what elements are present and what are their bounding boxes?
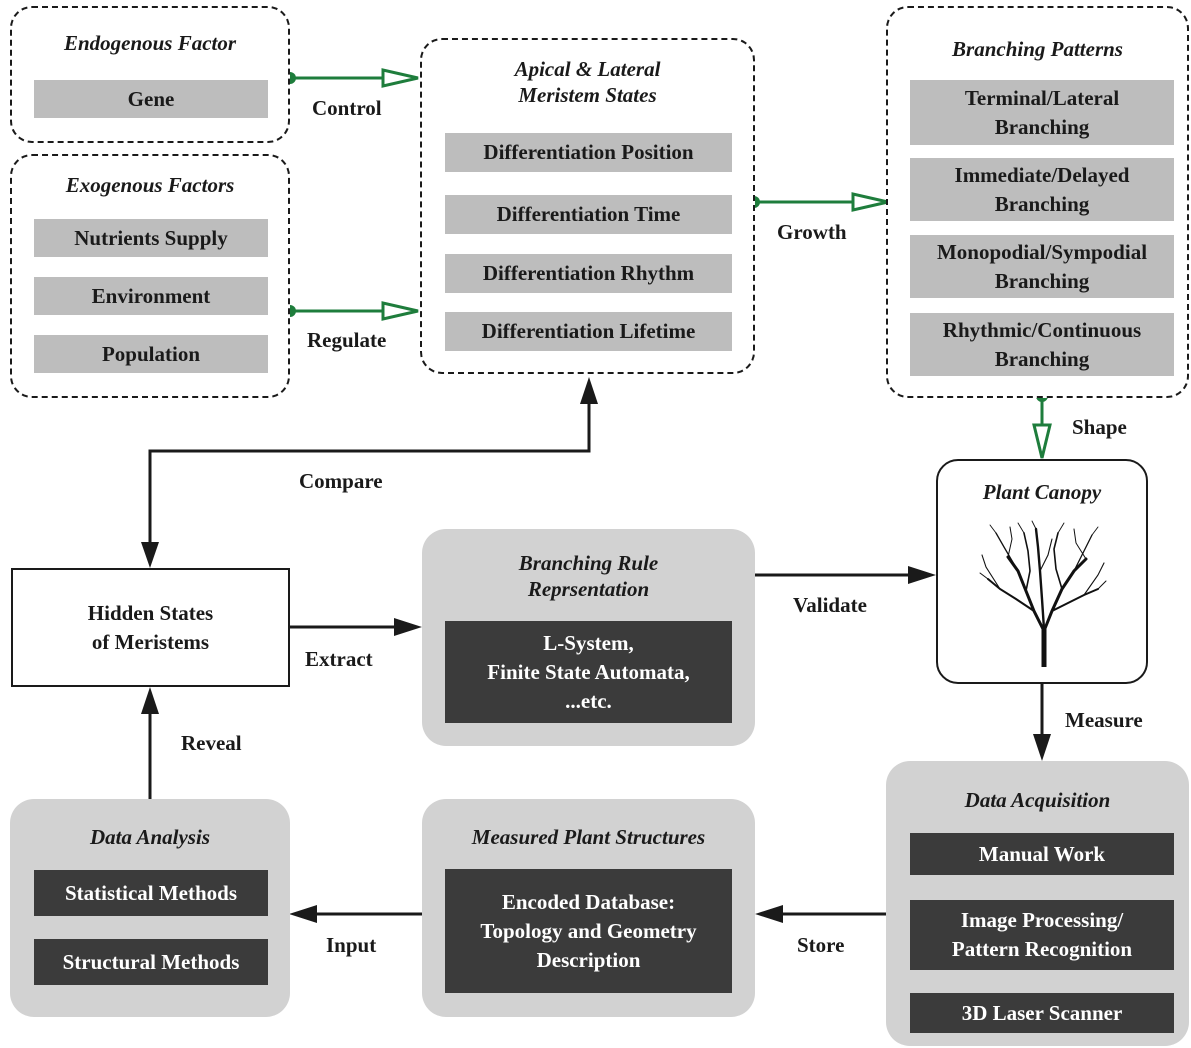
hidden-states-box: Hidden States of Meristems <box>11 568 290 687</box>
encoded-database-box: Encoded Database: Topology and Geometry … <box>445 869 732 993</box>
growth-arrow <box>748 192 889 212</box>
hidden-states-label: Hidden States of Meristems <box>87 600 214 654</box>
validate-label: Validate <box>793 593 867 617</box>
rhythmic-continuous-item: Rhythmic/Continuous Branching <box>910 313 1174 376</box>
regulate-label: Regulate <box>307 328 387 352</box>
differentiation-position-item: Differentiation Position <box>445 133 732 172</box>
branching-patterns-group: Branching Patterns Terminal/Lateral Bran… <box>886 6 1189 398</box>
growth-label: Growth <box>777 220 847 244</box>
environment-item: Environment <box>34 277 268 315</box>
compare-arrow <box>141 377 598 568</box>
input-label: Input <box>326 933 377 957</box>
control-label: Control <box>312 96 382 120</box>
measured-structures-group: Measured Plant Structures Encoded Databa… <box>422 799 755 1017</box>
structural-methods-item: Structural Methods <box>34 939 268 985</box>
extract-label: Extract <box>305 647 373 671</box>
data-acquisition-group: Data Acquisition Manual Work Image Proce… <box>886 761 1189 1046</box>
data-analysis-group: Data Analysis Statistical Methods Struct… <box>10 799 290 1017</box>
endogenous-factor-group: Endogenous Factor Gene <box>10 6 290 143</box>
meristem-title: Apical & Lateral Meristem States <box>514 57 661 107</box>
measured-structures-title: Measured Plant Structures <box>471 825 706 849</box>
control-arrow <box>284 68 419 88</box>
population-item: Population <box>34 335 268 373</box>
rule-methods-box: L-System, Finite State Automata, ...etc. <box>445 621 732 723</box>
reveal-arrow <box>141 687 159 799</box>
branching-rule-group: Branching Rule Reprsentation L-System, F… <box>422 529 755 746</box>
differentiation-rhythm-item: Differentiation Rhythm <box>445 254 732 293</box>
plant-canopy-group: Plant Canopy <box>936 459 1148 684</box>
measure-label: Measure <box>1065 708 1143 732</box>
reveal-label: Reveal <box>181 731 242 755</box>
store-arrow <box>755 905 886 923</box>
input-arrow <box>289 905 422 923</box>
endogenous-title: Endogenous Factor <box>63 31 237 55</box>
data-acquisition-title: Data Acquisition <box>964 788 1111 812</box>
store-label: Store <box>797 933 845 957</box>
statistical-methods-item: Statistical Methods <box>34 870 268 916</box>
laser-scanner-item: 3D Laser Scanner <box>910 993 1174 1033</box>
exogenous-title: Exogenous Factors <box>65 173 235 197</box>
shape-label: Shape <box>1072 415 1127 439</box>
differentiation-time-item: Differentiation Time <box>445 195 732 234</box>
monopodial-sympodial-item: Monopodial/Sympodial Branching <box>910 235 1174 298</box>
nutrients-supply-item: Nutrients Supply <box>34 219 268 257</box>
gene-item: Gene <box>34 80 268 118</box>
exogenous-factors-group: Exogenous Factors Nutrients Supply Envir… <box>10 154 290 398</box>
meristem-states-group: Apical & Lateral Meristem States Differe… <box>420 38 755 374</box>
regulate-arrow <box>284 301 419 321</box>
tree-illustration <box>979 520 1107 667</box>
immediate-delayed-item: Immediate/Delayed Branching <box>910 158 1174 221</box>
manual-work-item: Manual Work <box>910 833 1174 875</box>
data-analysis-title: Data Analysis <box>90 825 210 849</box>
validate-arrow <box>755 566 936 584</box>
differentiation-lifetime-item: Differentiation Lifetime <box>445 312 732 351</box>
terminal-lateral-item: Terminal/Lateral Branching <box>910 80 1174 145</box>
compare-label: Compare <box>299 469 383 493</box>
branching-rule-title: Branching Rule Reprsentation <box>518 551 659 601</box>
image-processing-item: Image Processing/ Pattern Recognition <box>910 900 1174 970</box>
measure-arrow <box>1033 684 1051 761</box>
branching-patterns-title: Branching Patterns <box>952 37 1123 61</box>
extract-arrow <box>289 618 422 636</box>
shape-arrow <box>1032 390 1052 459</box>
plant-canopy-title: Plant Canopy <box>982 480 1102 504</box>
